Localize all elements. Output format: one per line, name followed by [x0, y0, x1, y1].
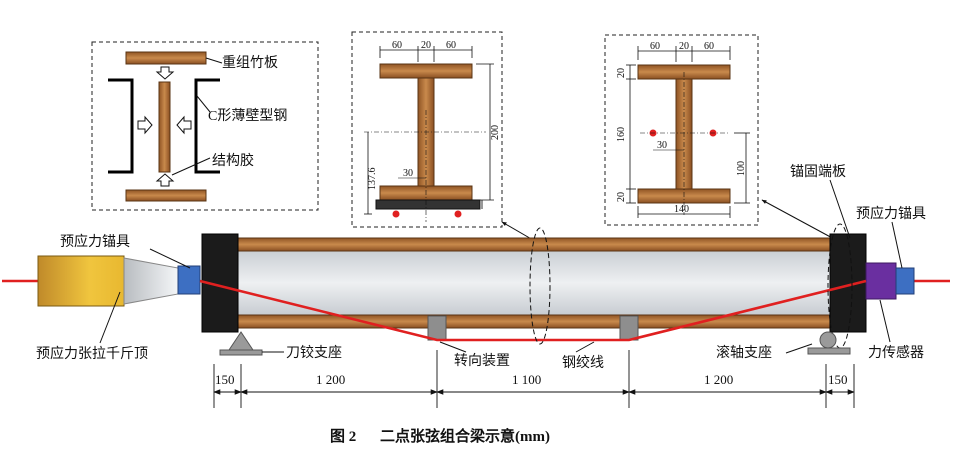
dim-height: 200: [490, 125, 501, 140]
span-label: 1 200: [704, 372, 733, 387]
span-label: 1 100: [512, 372, 541, 387]
dim-flange-b: 60: [446, 40, 456, 51]
span-label: 1 200: [316, 372, 345, 387]
i-top-flange: [379, 63, 473, 79]
label-structural-glue: 结构胶: [212, 152, 254, 169]
roller-support: [819, 331, 837, 349]
prestressed-strand: [199, 279, 867, 342]
span-dimensions: 150 1 200 1 100 1 200 150: [213, 350, 855, 408]
dim2-width: 140: [674, 204, 689, 215]
section-marker-mid: [529, 227, 551, 345]
inset-composite-frame: [91, 41, 319, 211]
strand-dot: [392, 210, 400, 218]
inset-section-right: 60 20 60 20 160 20 30 100 140: [604, 34, 759, 226]
top-bamboo-plate: [125, 51, 207, 65]
tensioning-jack: [37, 255, 125, 307]
span-label: 150: [215, 372, 235, 387]
arrow-right-icon: [137, 115, 153, 135]
dim-strand-spacing: 30: [403, 168, 413, 179]
caption-number: 图 2: [330, 428, 356, 445]
anchor-left: [177, 265, 201, 295]
label-jack: 预应力张拉千斤顶: [36, 345, 148, 362]
hinge-support: [228, 331, 254, 351]
dim-web: 20: [421, 40, 431, 51]
right-c-channel: [194, 78, 220, 174]
label-c-channel: C形薄壁型钢: [208, 108, 287, 124]
inset-section-left: 60 20 60 200 137.6 30: [351, 31, 503, 228]
bottom-bamboo-plate: [125, 189, 207, 202]
deviator-right: [619, 315, 639, 341]
dim2-top-flange: 20: [616, 68, 627, 78]
web-bamboo-plate: [158, 81, 171, 173]
inset-section-left-frame: [351, 31, 503, 228]
dim2-web-height: 160: [616, 127, 627, 142]
dim-strand-offset: 137.6: [367, 168, 378, 191]
inset-section-right-frame: [604, 34, 759, 226]
caption-text: 二点张弦组合梁示意(mm): [380, 427, 550, 445]
dim2-flange-a: 60: [650, 41, 660, 52]
anchor-right: [895, 267, 915, 295]
strand-dot: [454, 210, 462, 218]
label-anchor-right: 预应力锚具: [856, 205, 926, 222]
label-end-plate: 锚固端板: [790, 164, 846, 180]
arrow-left-icon: [176, 115, 192, 135]
label-anchor-left: 预应力锚具: [60, 233, 130, 250]
arrow-up-icon: [155, 173, 175, 187]
label-deviator: 转向装置: [454, 353, 510, 369]
dim2-flange-b: 60: [704, 41, 714, 52]
steel-plate: [375, 199, 481, 210]
main-beam: [2, 223, 950, 356]
label-top-plate: 重组竹板: [222, 55, 278, 71]
label-hinge: 刀铰支座: [286, 345, 342, 361]
dim-flange-a: 60: [392, 40, 402, 51]
label-sensor: 力传感器: [868, 344, 924, 361]
span-label: 150: [828, 372, 848, 387]
label-strand: 钢绞线: [562, 354, 604, 371]
dim2-centroid: 100: [736, 161, 747, 176]
force-sensor: [865, 262, 897, 300]
dim2-web: 20: [679, 41, 689, 52]
arrow-down-icon: [155, 66, 175, 80]
deviator-left: [427, 315, 447, 341]
label-roller: 滚轴支座: [716, 344, 772, 361]
left-c-channel: [108, 78, 134, 174]
dim2-bottom-flange: 20: [616, 192, 627, 202]
steel-web-body: [237, 249, 831, 317]
dim2-strand-spacing: 30: [657, 140, 667, 151]
jack-cone: [123, 257, 179, 305]
inset-composite: 重组竹板 C形薄壁型钢 结构胶: [91, 41, 319, 211]
